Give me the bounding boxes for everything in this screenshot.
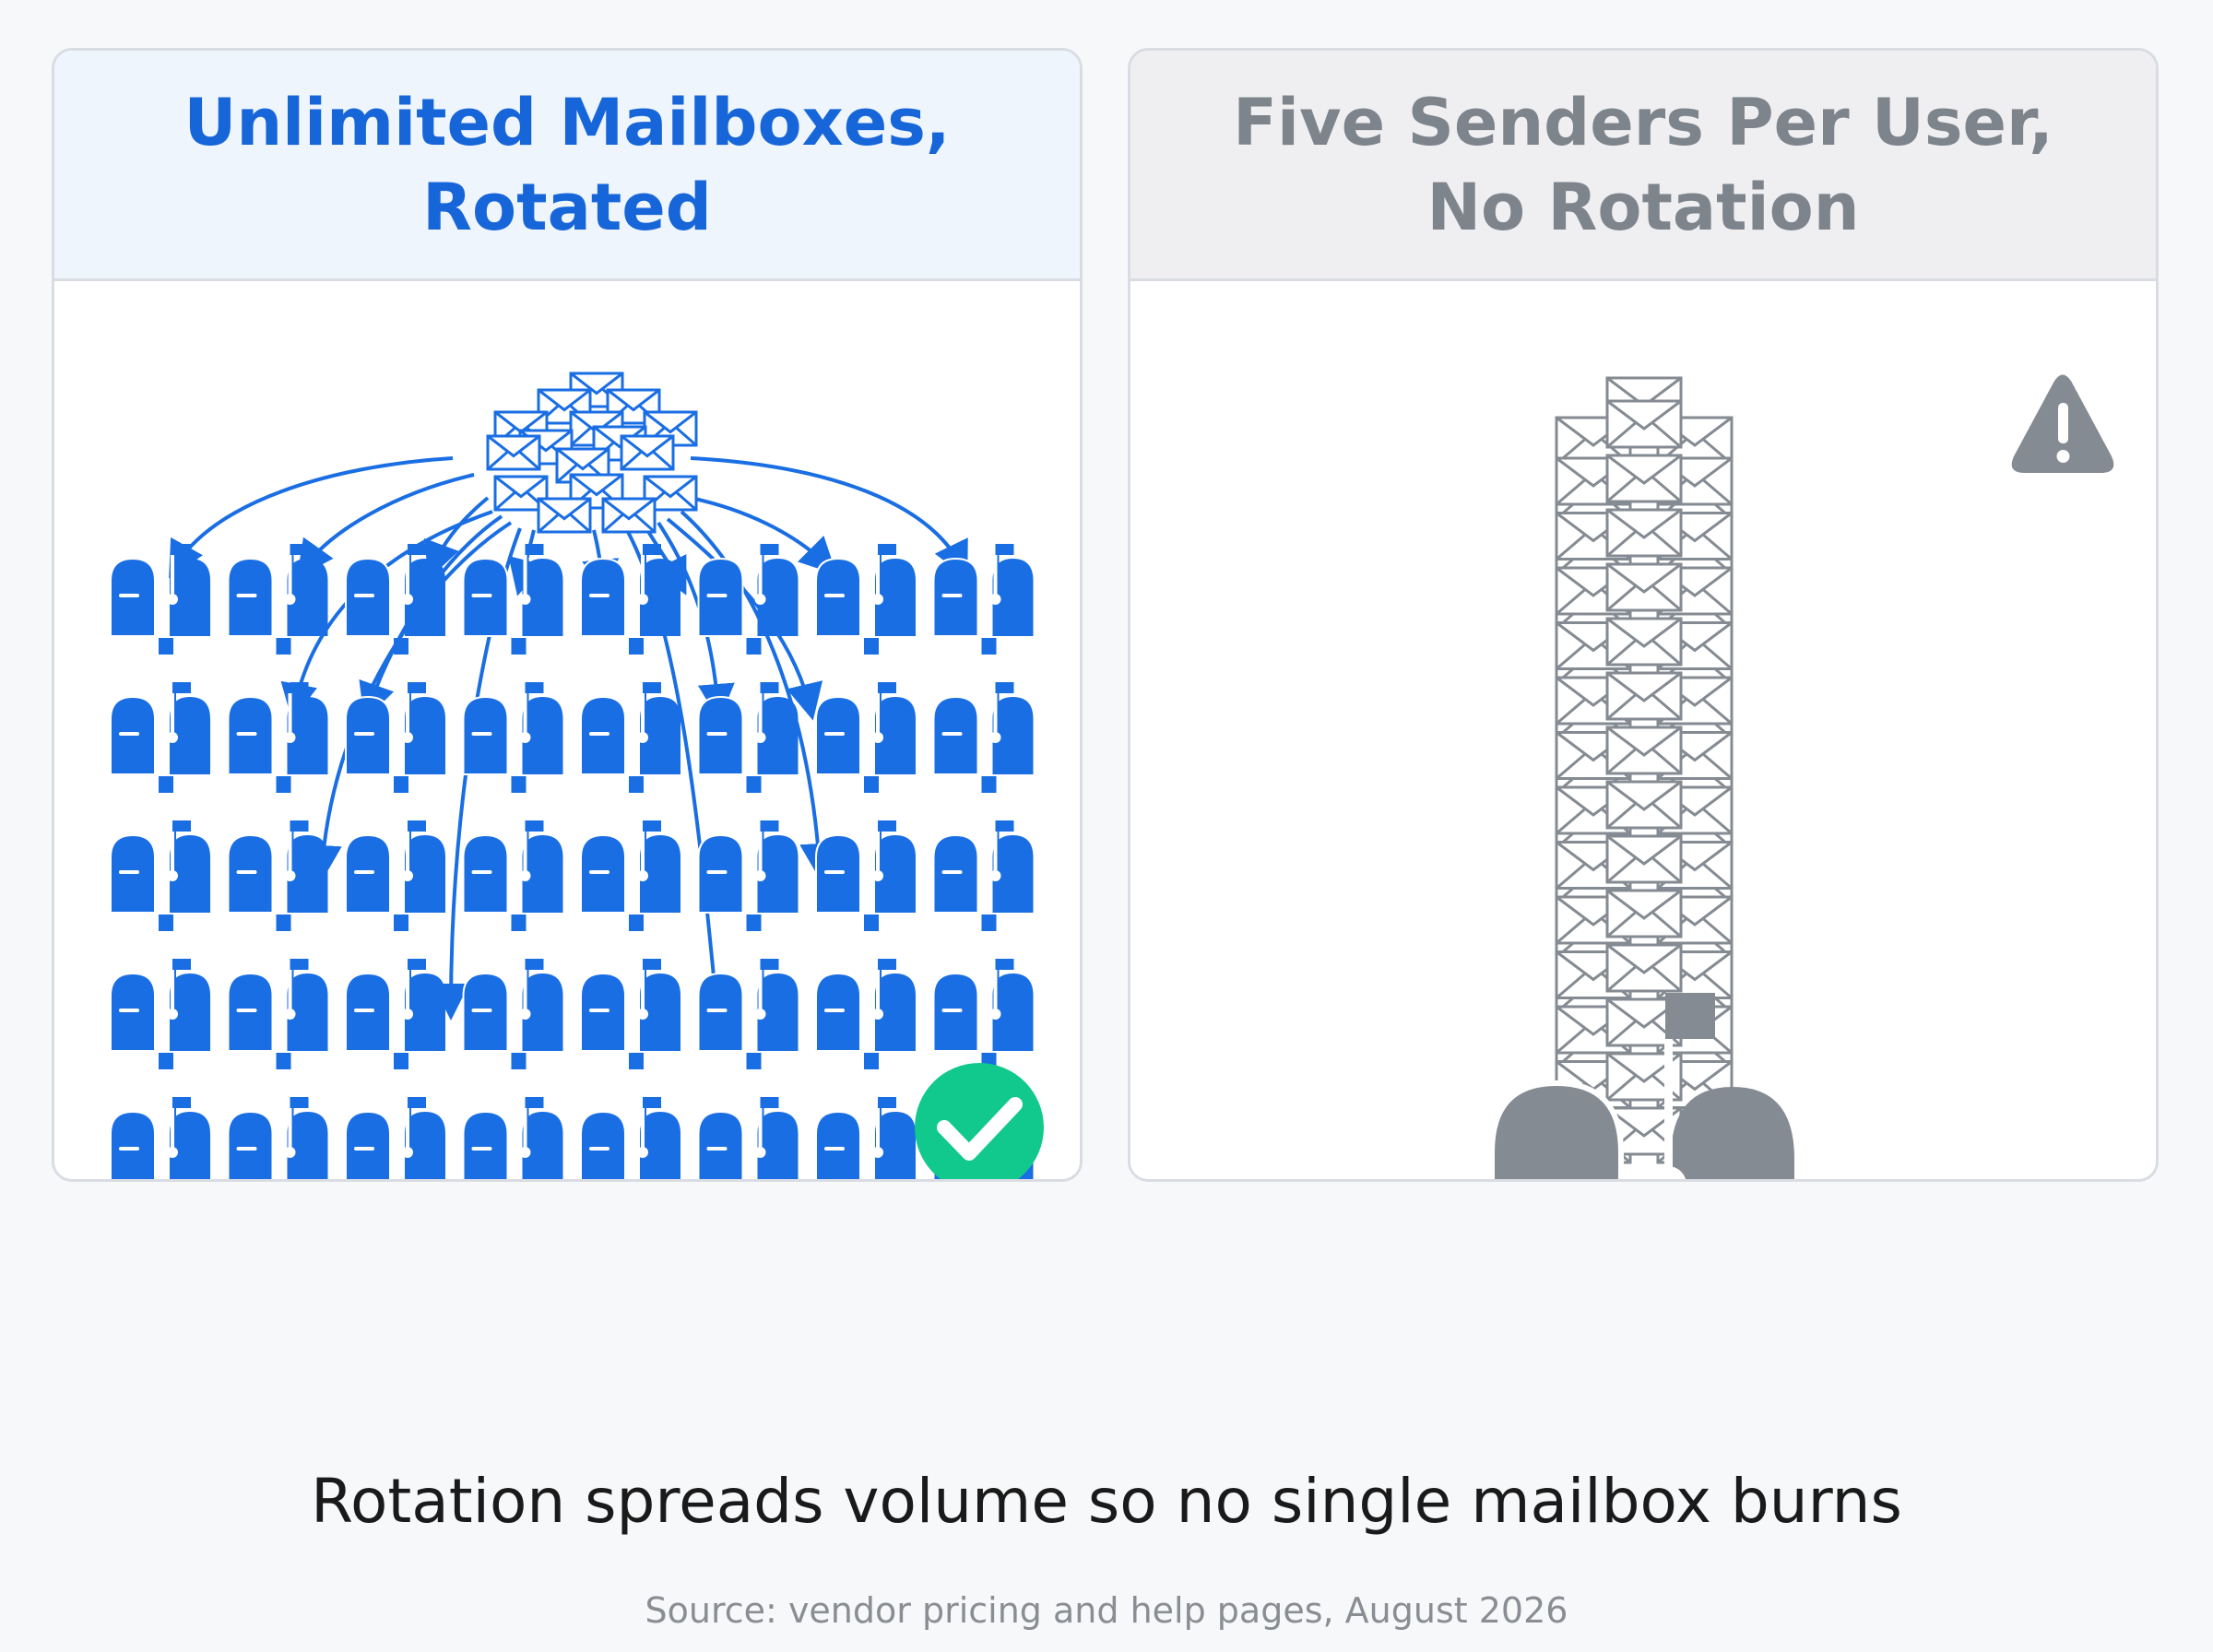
mailbox-icon <box>462 820 563 931</box>
rotated-panel: Unlimited Mailboxes, Rotated <box>52 48 1083 1182</box>
rotated-illustration-svg <box>110 372 1044 1179</box>
mailbox-icon <box>110 820 210 931</box>
mailbox-icon <box>345 544 445 655</box>
mailbox-icon <box>227 820 328 931</box>
mailbox-icon <box>815 820 916 931</box>
distribution-arrow <box>690 496 837 575</box>
mailbox-icon <box>227 544 328 655</box>
envelope-icon <box>620 434 675 471</box>
distribution-arrow <box>297 473 475 578</box>
mailbox-icon <box>580 959 680 1069</box>
source-note: Source: vendor pricing and help pages, A… <box>645 1590 1568 1631</box>
mailbox-icon <box>462 1097 563 1179</box>
mailbox-icon <box>697 959 799 1069</box>
envelope-icon <box>1605 617 1683 667</box>
mailbox-icon <box>580 820 680 931</box>
rotated-panel-title-line1: Unlimited Mailboxes, <box>183 84 951 160</box>
mailbox-icon <box>697 1097 799 1179</box>
distribution-arrow <box>169 456 454 579</box>
mailbox-icon <box>932 682 1034 793</box>
mailbox-icon <box>345 959 445 1069</box>
mailbox-icon <box>932 820 1034 931</box>
mailbox-icon <box>345 682 445 793</box>
mailbox-icon <box>462 544 563 655</box>
envelope-icon <box>1605 780 1683 830</box>
figure-caption: Rotation spreads volume so no single mai… <box>311 1466 1902 1537</box>
no-rotation-panel: Five Senders Per User, No Rotation <box>1128 48 2159 1182</box>
no-rotation-panel-title-line1: Five Senders Per User, <box>1233 84 2053 160</box>
mailbox-icon <box>110 1097 210 1179</box>
envelope-icon <box>1605 943 1683 993</box>
envelope-icon <box>1605 399 1683 449</box>
mailbox-icon <box>932 544 1034 655</box>
mailbox-icon <box>110 682 210 793</box>
mailbox-icon <box>815 1097 916 1179</box>
distribution-arrow <box>690 456 968 579</box>
distribution-arrow <box>680 510 837 880</box>
envelope-icon <box>486 434 541 471</box>
mailbox-icon <box>227 682 328 793</box>
envelope-icon <box>1605 562 1683 612</box>
mailbox-grid <box>110 544 1034 1179</box>
mailbox-icon <box>345 820 445 931</box>
rotated-panel-header: Unlimited Mailboxes, Rotated <box>54 51 1080 281</box>
envelope-cluster-icon <box>486 372 698 534</box>
rotated-illustration <box>54 281 1080 1179</box>
mailbox-icon <box>815 544 916 655</box>
mailbox-icon <box>580 1097 680 1179</box>
mailbox-icon <box>227 1097 328 1179</box>
no-rotation-panel-header: Five Senders Per User, No Rotation <box>1130 51 2156 281</box>
mailbox-icon <box>580 682 680 793</box>
envelope-icon <box>1605 889 1683 938</box>
envelope-icon <box>1605 834 1683 884</box>
mailbox-icon <box>110 544 210 655</box>
rotated-panel-title-line2: Rotated <box>422 169 712 245</box>
mailbox-icon <box>110 959 210 1069</box>
mailbox-icon <box>697 820 799 931</box>
large-mailbox-icon <box>1489 993 1794 1179</box>
warning-triangle-icon <box>2011 374 2114 473</box>
envelope-icon <box>1605 508 1683 558</box>
envelope-stack-icon <box>1555 376 1734 1164</box>
envelope-icon <box>1605 726 1683 775</box>
no-rotation-illustration <box>1130 281 2156 1179</box>
mailbox-icon <box>815 959 916 1069</box>
envelope-icon <box>537 497 592 534</box>
envelope-icon <box>1605 454 1683 503</box>
check-circle-icon <box>915 1063 1044 1179</box>
mailbox-icon <box>697 682 799 793</box>
distribution-arrow <box>304 521 513 882</box>
mailbox-icon <box>345 1097 445 1179</box>
mailbox-icon <box>815 682 916 793</box>
envelope-icon <box>601 497 657 534</box>
envelope-icon <box>643 475 698 512</box>
mailbox-icon <box>932 959 1034 1069</box>
mailbox-icon <box>227 959 328 1069</box>
mailbox-icon <box>462 959 563 1069</box>
no-rotation-panel-title-line2: No Rotation <box>1426 169 1860 245</box>
no-rotation-illustration-svg <box>1489 374 2114 1179</box>
mailbox-icon <box>697 544 799 655</box>
mailbox-icon <box>462 682 563 793</box>
envelope-icon <box>1605 671 1683 721</box>
mailbox-icon <box>580 544 680 655</box>
